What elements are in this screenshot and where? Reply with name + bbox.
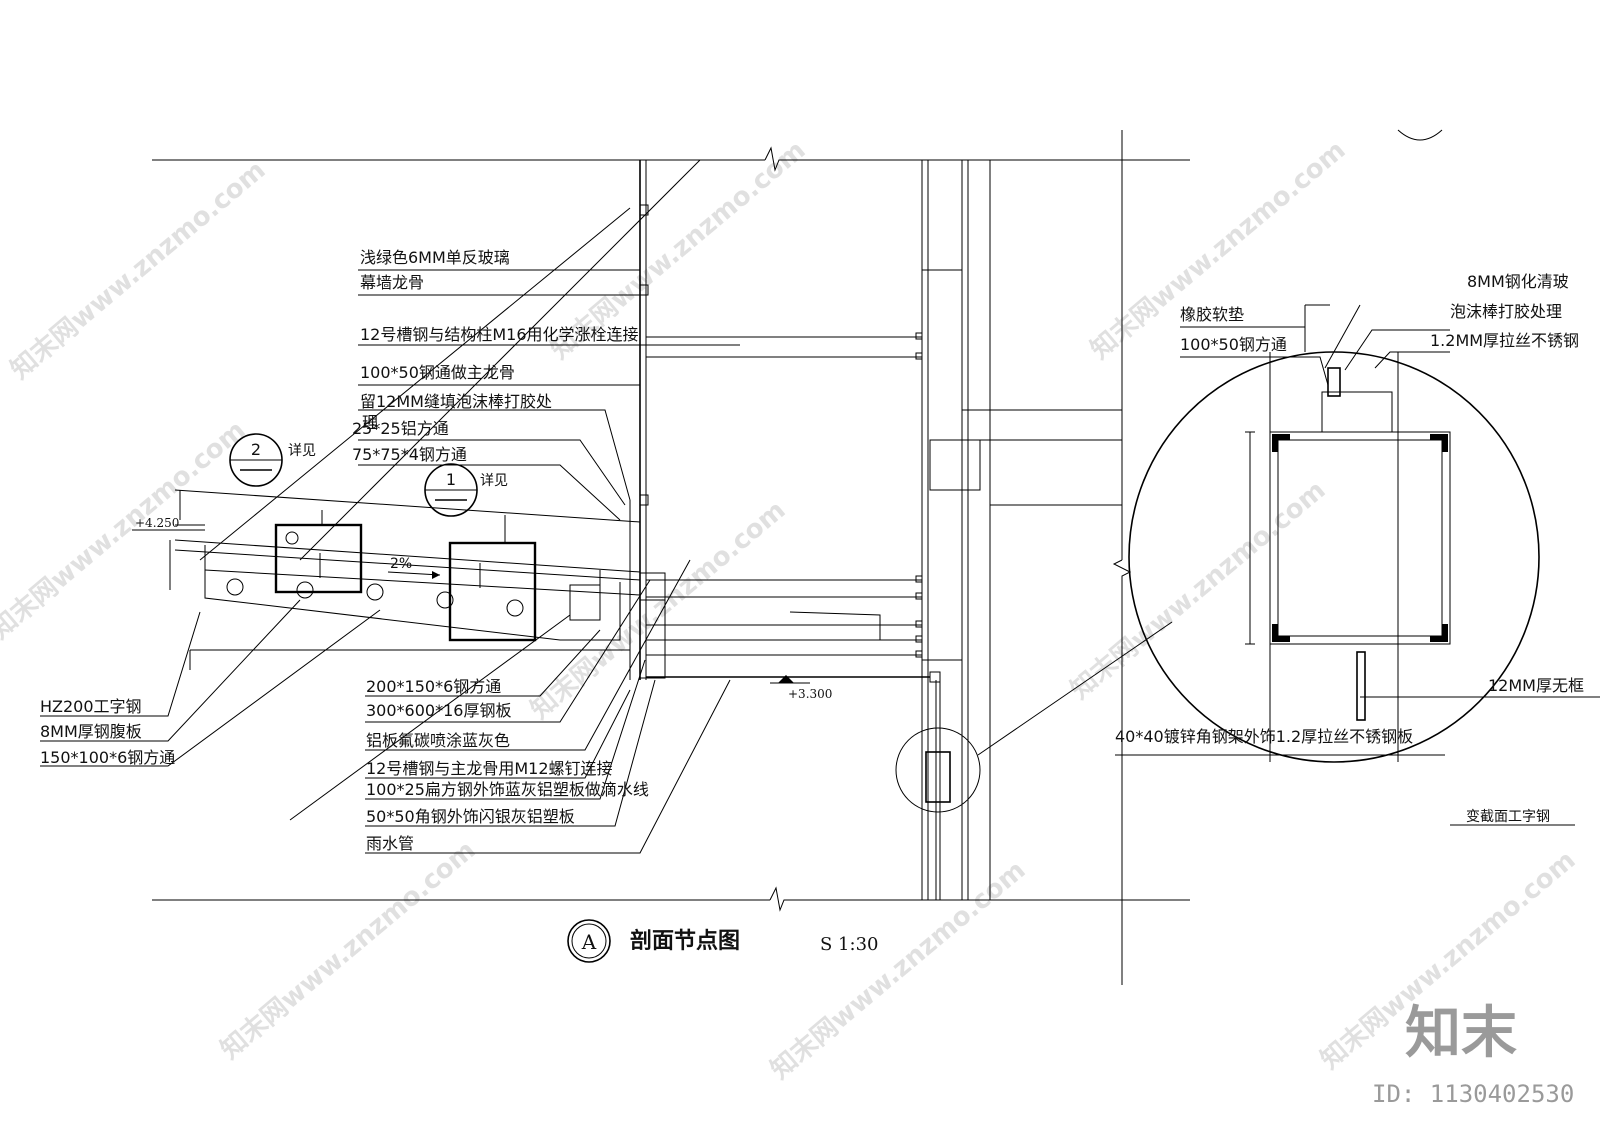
rain-pipe <box>895 621 1173 900</box>
label-rubber-pad: 橡胶软垫 <box>1180 305 1244 324</box>
label-tempered-glass: 8MM钢化清玻 <box>1467 272 1569 291</box>
callout-1-detail-label: 详见 <box>480 473 508 489</box>
dimension-lines <box>162 490 631 680</box>
label-mullion: 幕墙龙骨 <box>360 273 424 292</box>
watermark-logo: 知末 <box>1405 1001 1517 1066</box>
detail-box-2 <box>274 523 363 594</box>
label-variable-i-beam: 变截面工字钢 <box>1466 809 1550 825</box>
watermark-text: 知末网www.znzmo.com <box>525 495 791 725</box>
leader-lines-lower <box>365 559 881 854</box>
section-title-block: A 剖面节点图 S 1:30 <box>567 919 878 963</box>
section-title: 剖面节点图 <box>630 928 740 954</box>
watermark-layer: 知末网www.znzmo.com 知末网www.znzmo.com 知末网www… <box>0 135 1581 1085</box>
label-steel-tube-75: 75*75*4钢方通 <box>352 445 467 464</box>
label-i-beam: HZ200工字钢 <box>40 697 142 716</box>
label-steel-tube-200: 200*150*6钢方通 <box>366 677 501 696</box>
label-drip-line: 100*25扁方钢外饰蓝灰铝塑板做滴水线 <box>366 780 649 799</box>
elevation-marks: +4.250 +3.300 <box>132 516 832 701</box>
brand-watermark: 知末 ID: 1130402530 <box>1372 1001 1574 1108</box>
enlarged-detail-circle <box>1128 351 1540 763</box>
section-marker-letter: A <box>581 930 597 954</box>
label-detail-steel-tube: 100*50钢方通 <box>1180 335 1287 354</box>
canopy-structure <box>174 489 666 679</box>
label-stainless: 1.2MM厚拉丝不锈钢 <box>1430 331 1579 350</box>
slope-label: 2% <box>390 556 412 572</box>
labels-lower: 200*150*6钢方通 300*600*16厚钢板 铝板氟碳喷涂蓝灰色 12号… <box>366 677 649 853</box>
drawing-scale: S 1:30 <box>820 934 878 955</box>
label-galvanized-angle: 40*40镀锌角钢架外饰1.2厚拉丝不锈钢板 <box>1115 727 1413 746</box>
steel-tube-section <box>1269 431 1451 645</box>
watermark-text: 知末网www.znzmo.com <box>1085 135 1351 365</box>
label-joint-sealant-cont: 理 <box>362 413 378 432</box>
diagonal-tie-rods <box>199 159 701 821</box>
detail-box-1 <box>448 541 537 642</box>
label-glass: 浅绿色6MM单反玻璃 <box>360 248 510 267</box>
labels-detail: 8MM钢化清玻 橡胶软垫 泡沫棒打胶处理 100*50钢方通 1.2MM厚拉丝不… <box>1115 272 1584 825</box>
watermark-text: 知末网www.znzmo.com <box>1065 475 1331 705</box>
watermark-text: 知末网www.znzmo.com <box>215 835 481 1065</box>
structural-column <box>921 160 1123 900</box>
elevation-top-label: +4.250 <box>135 516 179 530</box>
label-steel-plate: 300*600*16厚钢板 <box>366 701 511 720</box>
leader-lines-left <box>40 599 381 767</box>
label-angle-steel: 50*50角钢外饰闪银灰铝塑板 <box>366 807 575 826</box>
callout-1-number: 1 <box>446 470 456 489</box>
label-aluminum-tube: 25*25铝方通 <box>352 419 449 438</box>
channel-beams <box>646 332 941 683</box>
label-web-plate: 8MM厚钢腹板 <box>40 722 142 741</box>
leader-lines-upper <box>358 269 740 521</box>
label-main-keel: 100*50钢通做主龙骨 <box>360 363 515 382</box>
label-aluminum-panel: 铝板氟碳喷涂蓝灰色 <box>366 731 510 750</box>
elevation-marker-icon <box>778 675 794 683</box>
detail-callouts: 2 详见 1 详见 <box>229 433 537 642</box>
small-detail-circle <box>895 727 981 813</box>
label-steel-tube-150: 150*100*6钢方通 <box>40 748 175 767</box>
label-foam-rod: 泡沫棒打胶处理 <box>1450 302 1562 321</box>
watermark-text: 知末网www.znzmo.com <box>0 415 251 645</box>
label-rain-pipe: 雨水管 <box>366 834 414 853</box>
section-marker-circle <box>567 919 611 963</box>
enlarged-detail <box>1128 129 1540 763</box>
label-channel-anchor: 12号槽钢与结构柱M16用化学涨栓连接 <box>360 325 639 344</box>
callout-2-number: 2 <box>251 440 261 459</box>
label-channel-bolt: 12号槽钢与主龙骨用M12螺钉连接 <box>366 759 613 778</box>
leader-lines-detail <box>1115 304 1600 826</box>
watermark-text: 知末网www.znzmo.com <box>5 155 271 385</box>
labels-left: HZ200工字钢 8MM厚钢腹板 150*100*6钢方通 <box>40 697 175 767</box>
watermark-id: ID: 1130402530 <box>1372 1080 1574 1108</box>
labels-upper: 浅绿色6MM单反玻璃 幕墙龙骨 12号槽钢与结构柱M16用化学涨栓连接 100*… <box>352 248 639 464</box>
callout-2-detail-label: 详见 <box>288 443 316 459</box>
label-joint-sealant: 留12MM缝填泡沫棒打胶处 <box>360 392 552 411</box>
watermark-text: 知末网www.znzmo.com <box>765 855 1031 1085</box>
label-frameless-glass: 12MM厚无框 <box>1488 676 1584 695</box>
elevation-bottom-label: +3.300 <box>788 687 832 701</box>
slope-marker: 2% <box>387 556 441 579</box>
